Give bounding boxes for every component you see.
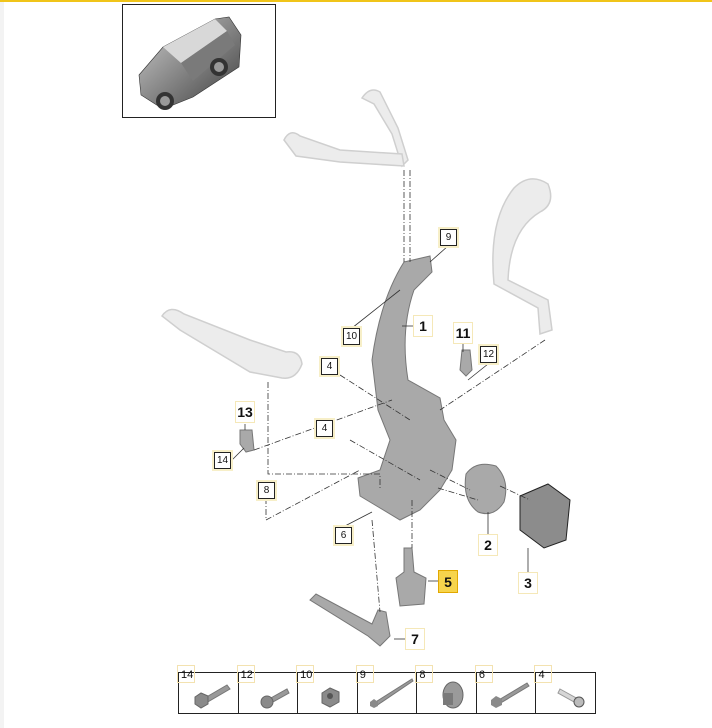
part-number: 4 (534, 665, 553, 683)
callout-10[interactable]: 10 (341, 326, 362, 347)
callout-12[interactable]: 12 (478, 344, 499, 365)
part-cell-14[interactable]: 14 (177, 665, 239, 713)
wheel-hub (519, 483, 571, 549)
ball-joint (395, 547, 427, 607)
parts-strip: 14 12 10 9 8 6 4 (177, 665, 596, 714)
upper-control-arm-front (283, 132, 405, 167)
eccentric-washer-icon (442, 681, 464, 709)
part-number: 12 (236, 665, 255, 683)
part-number: 9 (355, 665, 374, 683)
part-number: 14 (177, 665, 195, 683)
wheel-carrier (357, 255, 457, 521)
callout-7[interactable]: 7 (405, 628, 425, 650)
part-cell-9[interactable]: 9 (355, 665, 418, 713)
part-cell-12[interactable]: 12 (236, 665, 299, 713)
top-accent-bar (0, 0, 712, 2)
callout-4-lower[interactable]: 4 (314, 418, 335, 439)
left-edge (0, 2, 4, 728)
part-cell-8[interactable]: 8 (415, 665, 477, 713)
car-icon (138, 16, 242, 110)
part-cell-10[interactable]: 10 (296, 665, 358, 713)
callout-5-highlighted[interactable]: 5 (438, 570, 458, 593)
brake-hose-bracket (239, 429, 255, 453)
flange-nut-icon (321, 687, 340, 708)
long-bolt-icon (490, 682, 530, 708)
callout-13[interactable]: 13 (235, 401, 255, 423)
part-cell-6[interactable]: 6 (474, 665, 537, 713)
callout-1[interactable]: 1 (413, 315, 433, 337)
callout-3[interactable]: 3 (518, 572, 538, 594)
tension-strut (492, 178, 553, 336)
callout-11[interactable]: 11 (453, 322, 473, 344)
part-cell-4[interactable]: 4 (534, 665, 595, 713)
vehicle-thumbnail[interactable] (122, 4, 276, 118)
hex-bolt-icon (194, 684, 231, 709)
callout-9[interactable]: 9 (438, 227, 459, 248)
part-number: 6 (474, 665, 493, 683)
callout-8[interactable]: 8 (256, 480, 277, 501)
long-bolt-icon (369, 678, 414, 708)
callout-4-upper[interactable]: 4 (319, 356, 340, 377)
pin-bolt-icon (557, 688, 585, 708)
part-number: 8 (415, 665, 434, 683)
wheel-bearing (464, 463, 507, 515)
callout-14[interactable]: 14 (212, 450, 233, 471)
part-number: 10 (296, 665, 315, 683)
lower-control-arm (160, 308, 303, 379)
speed-sensor (459, 349, 473, 377)
socket-bolt-icon (260, 688, 290, 709)
callout-6[interactable]: 6 (333, 525, 354, 546)
tie-rod-end (309, 593, 391, 647)
callout-2[interactable]: 2 (478, 534, 498, 556)
